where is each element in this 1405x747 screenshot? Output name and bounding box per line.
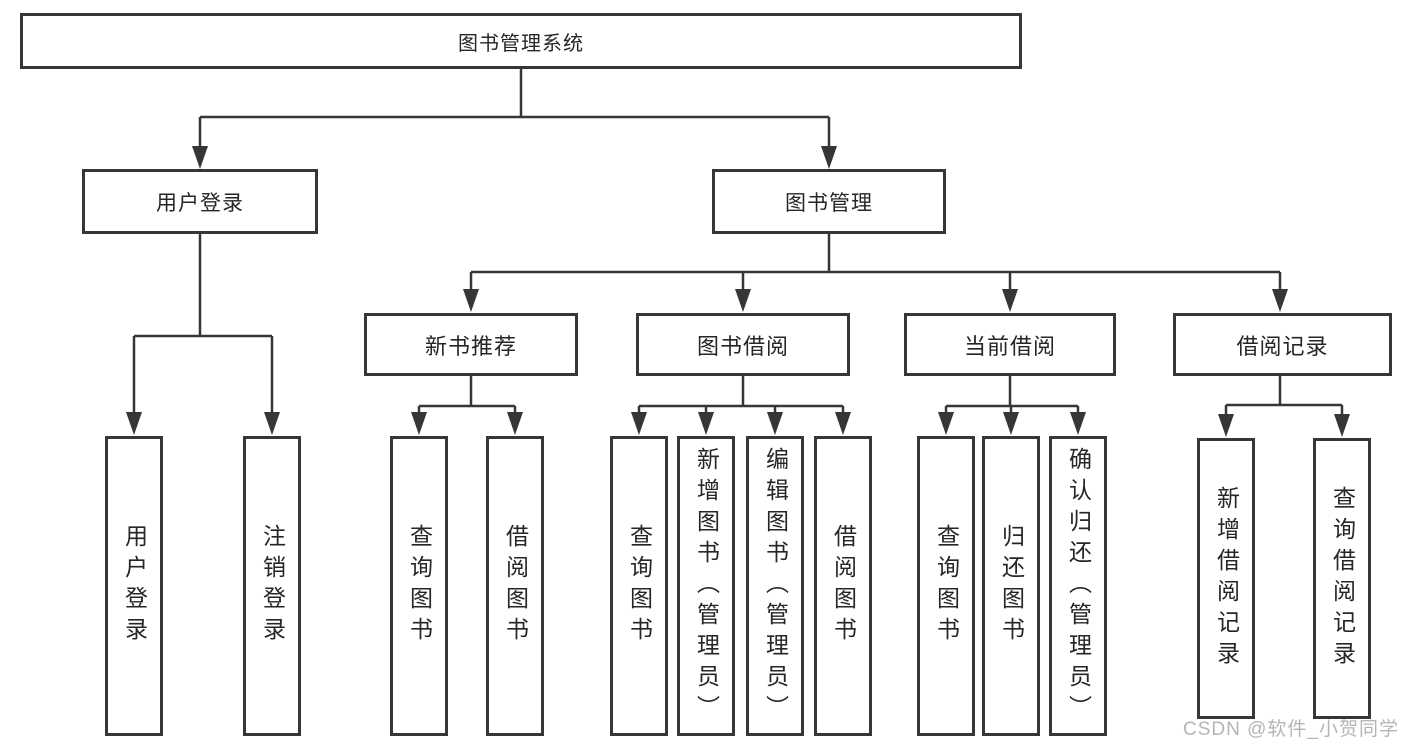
node-label: 编辑图书（管理员）	[762, 446, 789, 726]
leaf-query-borrow-record: 查询借阅记录	[1313, 438, 1371, 719]
leaf-add-book-admin: 新增图书（管理员）	[677, 436, 735, 736]
leaf-query-books-borrow: 查询图书	[610, 436, 668, 736]
node-label: 图书管理系统	[458, 32, 584, 55]
node-current-borrow: 当前借阅	[904, 313, 1116, 376]
node-label: 借阅图书	[502, 524, 529, 648]
node-borrow-records: 借阅记录	[1173, 313, 1392, 376]
node-label: 借阅图书	[830, 524, 857, 648]
node-book-management: 图书管理	[712, 169, 946, 234]
node-label: 查询图书	[933, 524, 960, 648]
node-label: 确认归还（管理员）	[1065, 446, 1092, 726]
node-label: 查询图书	[626, 524, 653, 648]
leaf-user-login: 用户登录	[105, 436, 163, 736]
leaf-logout: 注销登录	[243, 436, 301, 736]
node-label: 用户登录	[121, 524, 148, 648]
node-label: 图书借阅	[696, 333, 789, 359]
arrowheads	[126, 146, 1350, 437]
node-label: 新书推荐	[424, 333, 517, 359]
leaf-query-books-recommend: 查询图书	[390, 436, 448, 736]
node-book-borrow: 图书借阅	[636, 313, 850, 376]
node-library-management-system: 图书管理系统	[20, 13, 1022, 69]
node-label: 查询借阅记录	[1329, 485, 1356, 672]
leaf-borrow-books: 借阅图书	[814, 436, 872, 736]
leaf-edit-book-admin: 编辑图书（管理员）	[746, 436, 804, 736]
watermark-text: CSDN @软件_小贺同学	[1183, 719, 1399, 740]
node-label: 注销登录	[259, 524, 286, 648]
node-user-login: 用户登录	[82, 169, 318, 234]
leaf-confirm-return-admin: 确认归还（管理员）	[1049, 436, 1107, 736]
node-label: 图书管理	[785, 191, 873, 215]
node-label: 借阅记录	[1236, 333, 1329, 359]
node-label: 查询图书	[406, 524, 433, 648]
node-label: 用户登录	[156, 191, 244, 215]
node-label: 新增借阅记录	[1213, 485, 1240, 672]
node-label: 当前借阅	[963, 333, 1056, 359]
leaf-add-borrow-record: 新增借阅记录	[1197, 438, 1255, 719]
leaf-borrow-books-recommend: 借阅图书	[486, 436, 544, 736]
leaf-return-book: 归还图书	[982, 436, 1040, 736]
node-new-book-recommend: 新书推荐	[364, 313, 578, 376]
node-label: 归还图书	[998, 524, 1025, 648]
node-label: 新增图书（管理员）	[693, 446, 720, 726]
leaf-query-books-current: 查询图书	[917, 436, 975, 736]
